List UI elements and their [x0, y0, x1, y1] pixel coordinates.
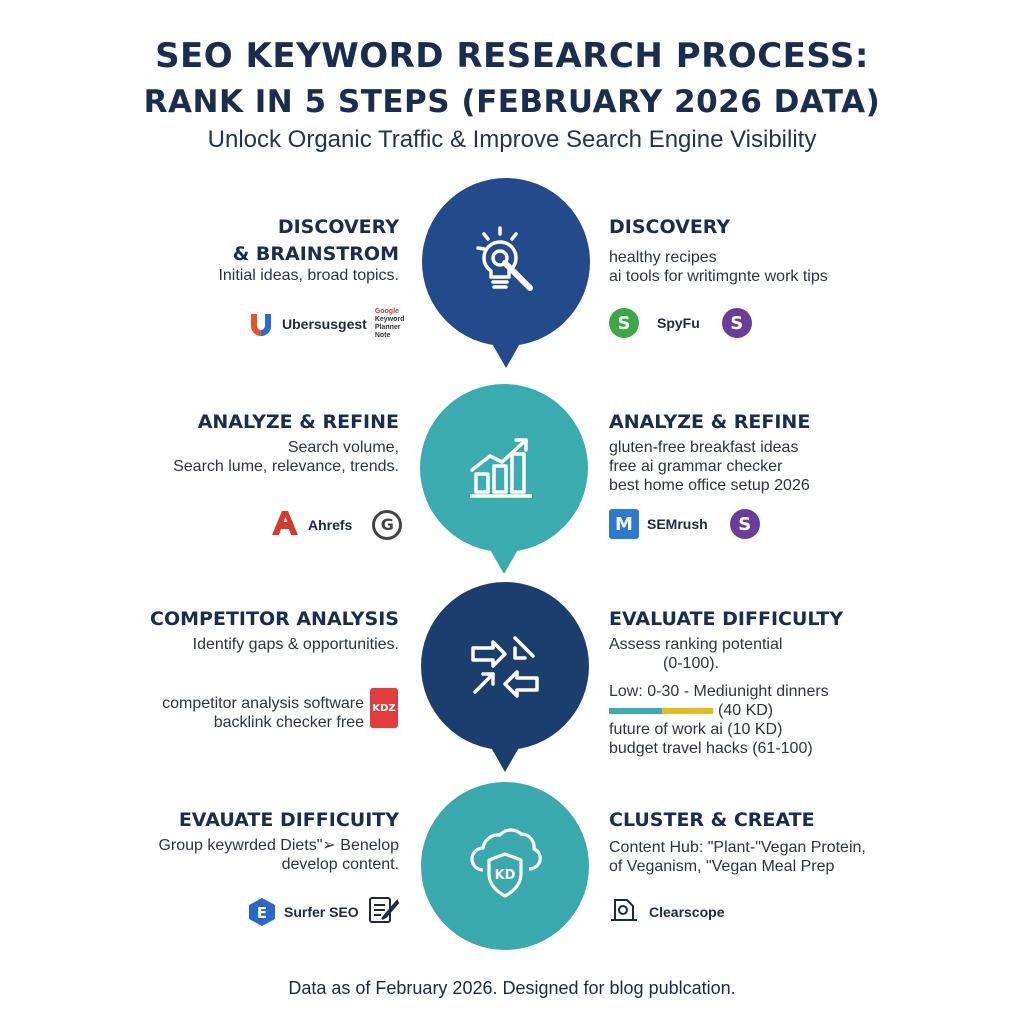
tool-name: SpyFu	[657, 315, 700, 331]
tool-line: backlink checker free	[213, 714, 364, 731]
tool-line: competitor analysis software	[162, 695, 364, 712]
tiny-line: Google	[374, 308, 399, 315]
surfer-logo-letter: E	[257, 904, 267, 922]
step-3-left-tools: competitor analysis software backlink ch…	[162, 694, 364, 732]
step-3-left-heading: COMPETITOR ANALYSIS	[150, 608, 399, 630]
step-3-bubble	[421, 582, 589, 772]
step-1-right-heading: DISCOVERY	[609, 216, 731, 238]
step-4-right-list: Content Hub: "Plant-"Vegan Protein, of V…	[609, 838, 866, 876]
step-1-left-heading: DISCOVERY & BRAINSTROM	[233, 214, 399, 268]
keyword-item: healthy recipes	[609, 249, 717, 266]
keyword-item: free ai grammar checker	[609, 458, 783, 475]
step-1-right-tools: S SpyFu S	[609, 308, 752, 338]
s-logo-icon: S	[721, 308, 752, 338]
step-3-left-desc: Identify gaps & opportunities.	[192, 636, 399, 653]
step-1-right-list: healthy recipes ai tools for writimgnte …	[609, 248, 828, 286]
footer-note: Data as of February 2026. Designed for b…	[288, 978, 736, 998]
difficulty-line-1: Low: 0-30 - Mediunight dinners	[609, 683, 829, 700]
step-3-right-desc: Assess ranking potential (0-100).	[609, 635, 782, 673]
page-subtitle: Unlock Organic Traffic & Improve Search …	[207, 126, 817, 153]
difficulty-line-4: budget travel hacks (61-100)	[609, 740, 813, 757]
tool-name: Clearscope	[649, 903, 725, 920]
semrush-logo-icon: M	[609, 509, 639, 539]
lightbulb-search-icon	[476, 226, 533, 291]
desc-line: (0-100).	[663, 655, 720, 672]
step-4-bubble: KD	[421, 782, 589, 950]
cluster-line: of Veganism, "Vegan Meal Prep	[609, 858, 835, 875]
kdz-logo-icon: KDZ	[370, 688, 398, 728]
step-2-right-tools: M SEMrush S	[609, 509, 760, 539]
spyfu-logo-icon: S	[609, 308, 639, 338]
desc-line: Search lume, relevance, trends.	[173, 458, 399, 475]
cloud-shield-kd-icon: KD	[470, 828, 542, 898]
heading-line: DISCOVERY	[277, 216, 399, 238]
page-title-line1: SEO KEYWORD RESEARCH PROCESS:	[155, 36, 869, 76]
keyword-item: best home office setup 2026	[609, 477, 810, 494]
step-4-left-tools: E Surfer SEO	[248, 895, 401, 928]
difficulty-bar-segment-high	[713, 708, 779, 714]
tiny-line: Keyword	[374, 316, 405, 323]
step-4-left-heading: EVAUATE DIFFICUITY	[178, 809, 399, 831]
page-title-line2: RANK IN 5 STEPS (FEBRUARY 2026 DATA)	[143, 84, 881, 120]
desc-line: Search volume,	[287, 439, 399, 456]
desc-line: develop content.	[281, 856, 399, 873]
keyword-planner-logo-icon: Google Keyword Planner Note	[375, 308, 405, 340]
google-logo-icon: G	[372, 509, 403, 540]
clearscope-logo-icon	[609, 896, 641, 927]
step-2-left-heading: ANALYZE & REFINE	[197, 411, 399, 433]
step-1-left-tools: Ubersusgest Google Keyword Planner Note	[248, 308, 404, 340]
desc-line: Assess ranking potential	[609, 636, 783, 653]
s-logo-icon: S	[729, 509, 760, 539]
tiny-line: Note	[374, 332, 391, 339]
ahrefs-logo-icon	[270, 509, 300, 540]
step-3-right-heading: EVALUATE DIFFICULTY	[609, 608, 844, 630]
desc-line: Group keywrded Diets"➢ Benelop	[158, 837, 399, 854]
step-2-right-list: gluten-free breakfast ideas free ai gram…	[609, 438, 810, 495]
compare-arrows-icon	[471, 636, 539, 698]
kd-icon-text: KD	[495, 868, 516, 883]
tiny-line: Planner	[374, 324, 401, 331]
tool-name: Surfer SEO	[284, 903, 359, 920]
difficulty-bar-segment-low	[609, 708, 662, 714]
step-4-right-tools: Clearscope	[609, 896, 724, 927]
step-2-bubble	[420, 384, 588, 574]
document-edit-icon	[367, 895, 401, 928]
difficulty-bar-segment-medium	[662, 708, 713, 714]
step-2-right-heading: ANALYZE & REFINE	[609, 411, 811, 433]
tool-name: Ahrefs	[308, 516, 353, 533]
step-2-left-tools: Ahrefs G	[270, 509, 403, 540]
difficulty-line-2: (40 KD)	[718, 702, 774, 719]
step-1-left-desc: Initial ideas, broad topics.	[218, 267, 399, 284]
heading-line: & BRAINSTROM	[232, 243, 399, 265]
difficulty-bar	[609, 708, 779, 714]
surfer-logo-icon: E	[248, 897, 276, 927]
keyword-item: ai tools for writimgnte work tips	[609, 268, 828, 285]
cluster-line: Content Hub: "Plant-"Vegan Protein,	[609, 839, 866, 856]
tool-name: Ubersusgest	[282, 316, 367, 332]
step-4-left-desc: Group keywrded Diets"➢ Benelop develop c…	[158, 836, 399, 874]
keyword-item: gluten-free breakfast ideas	[609, 439, 799, 456]
growth-chart-icon	[470, 438, 532, 498]
step-2-left-desc: Search volume, Search lume, relevance, t…	[173, 438, 399, 476]
difficulty-line-3: future of work ai (10 KD)	[609, 721, 783, 738]
step-4-right-heading: CLUSTER & CREATE	[609, 809, 815, 831]
step-1-bubble	[422, 178, 590, 368]
tool-name: SEMrush	[647, 516, 708, 532]
ubersuggest-logo-icon	[248, 311, 274, 337]
